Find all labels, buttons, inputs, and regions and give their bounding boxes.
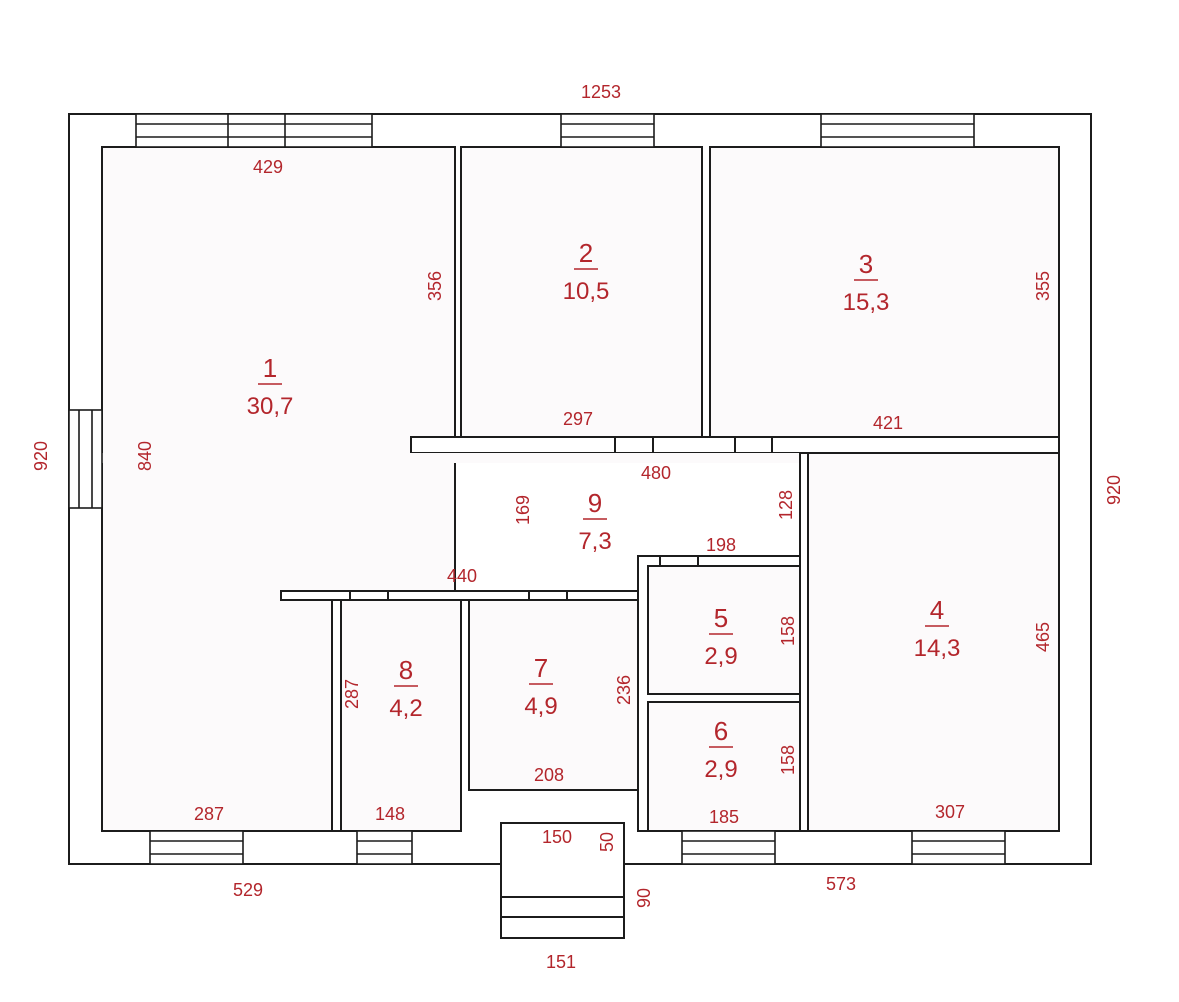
svg-text:2: 2: [579, 238, 593, 268]
dim-porch-depth: 50: [597, 832, 617, 852]
svg-text:6: 6: [714, 716, 728, 746]
room8-left-wall: [331, 599, 342, 832]
dim-top-overall: 1253: [581, 82, 621, 102]
dim-room2-height: 356: [425, 271, 445, 301]
room-5-label: 5 2,9: [704, 603, 737, 670]
dim-corridor-bottom: 440: [447, 566, 477, 586]
svg-text:4: 4: [930, 595, 944, 625]
svg-text:8: 8: [399, 655, 413, 685]
room-6-label: 6 2,9: [704, 716, 737, 783]
room-1-label: 1 30,7: [247, 353, 294, 420]
svg-text:2,9: 2,9: [704, 756, 737, 783]
dim-bottom-left: 529: [233, 880, 263, 900]
svg-text:14,3: 14,3: [914, 635, 961, 662]
dim-room6-height: 158: [778, 745, 798, 775]
room-8-label: 8 4,2: [389, 655, 422, 722]
dim-corridor-height: 169: [513, 495, 533, 525]
dim-room7-height: 236: [614, 675, 634, 705]
dim-corridor-right-height: 128: [776, 490, 796, 520]
dim-room1-bottom: 287: [194, 804, 224, 824]
dim-left-overall: 920: [31, 441, 51, 471]
svg-text:4,9: 4,9: [524, 693, 557, 720]
room-6: [647, 701, 801, 832]
dim-room1-height: 840: [135, 441, 155, 471]
dim-room4-bottom: 307: [935, 802, 965, 822]
porch: [500, 822, 625, 939]
svg-text:5: 5: [714, 603, 728, 633]
window-bottom-1: [149, 830, 244, 865]
dim-room8-bottom: 148: [375, 804, 405, 824]
room-5: [647, 565, 801, 695]
svg-text:1: 1: [263, 353, 277, 383]
room-2-label: 2 10,5: [563, 238, 610, 305]
svg-text:4,2: 4,2: [389, 695, 422, 722]
window-top-2: [560, 113, 655, 148]
window-bottom-2: [356, 830, 413, 865]
room-3-label: 3 15,3: [843, 249, 890, 316]
dim-bottom-right: 573: [826, 874, 856, 894]
svg-text:7: 7: [534, 653, 548, 683]
room-7: [468, 599, 639, 791]
room-4: [807, 452, 1060, 832]
svg-text:2,9: 2,9: [704, 643, 737, 670]
room-4-label: 4 14,3: [914, 595, 961, 662]
dim-room5-height: 158: [778, 616, 798, 646]
dim-room1-top: 429: [253, 157, 283, 177]
dim-corridor-top: 480: [641, 463, 671, 483]
window-bottom-4: [911, 830, 1006, 865]
window-top-1: [135, 113, 373, 148]
room-3: [709, 146, 1060, 438]
window-top-3: [820, 113, 975, 148]
dim-room3-bottom: 421: [873, 413, 903, 433]
dim-room6-bottom: 185: [709, 807, 739, 827]
svg-text:3: 3: [859, 249, 873, 279]
svg-text:10,5: 10,5: [563, 278, 610, 305]
dim-room2-bottom: 297: [563, 409, 593, 429]
dim-steps-width: 151: [546, 952, 576, 972]
room-8: [340, 599, 462, 832]
dim-steps-depth: 90: [634, 888, 654, 908]
room4-left-wall: [799, 452, 809, 832]
window-left: [68, 409, 103, 509]
window-bottom-3: [681, 830, 776, 865]
dim-room4-height: 465: [1033, 622, 1053, 652]
dim-room7-bottom: 208: [534, 765, 564, 785]
svg-text:30,7: 30,7: [247, 393, 294, 420]
corridor-bottom-wall: [280, 590, 639, 601]
svg-text:15,3: 15,3: [843, 289, 890, 316]
room-7-label: 7 4,9: [524, 653, 557, 720]
dim-right-overall: 920: [1104, 475, 1124, 505]
dim-porch-width: 150: [542, 827, 572, 847]
svg-text:9: 9: [588, 488, 602, 518]
room-9-label: 9 7,3: [578, 488, 611, 555]
dim-room5-top: 198: [706, 535, 736, 555]
dim-room8-height: 287: [342, 679, 362, 709]
dim-room3-height: 355: [1033, 271, 1053, 301]
svg-text:7,3: 7,3: [578, 528, 611, 555]
